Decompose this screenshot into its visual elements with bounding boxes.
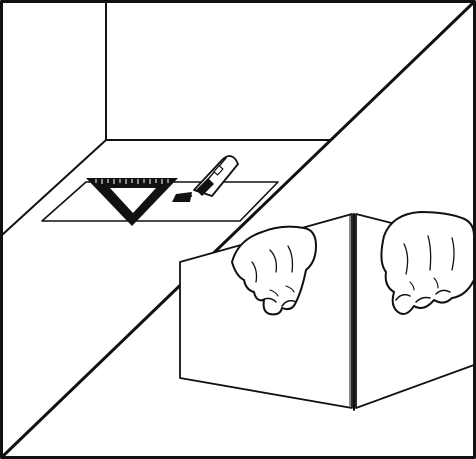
- hand-icon: [231, 225, 317, 316]
- left-panel: [1, 1, 331, 236]
- floor-left-edge: [1, 139, 107, 236]
- speed-square-icon: [86, 178, 178, 226]
- hand-icon: [380, 211, 475, 315]
- right-panel: [179, 211, 475, 411]
- utility-knife-icon: [172, 155, 239, 202]
